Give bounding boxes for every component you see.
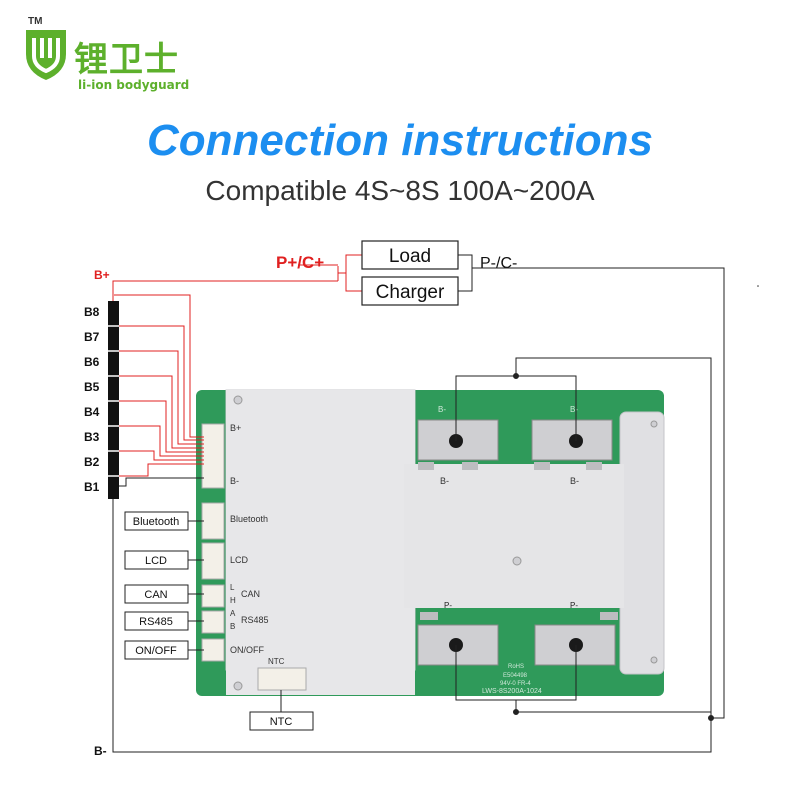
board-label-rs485: RS485 xyxy=(241,615,269,625)
board-pad-label-pminus-1: P- xyxy=(444,601,452,610)
board-pad-outer-label-bminus-1: B- xyxy=(440,476,449,486)
port-box-bluetooth: Bluetooth xyxy=(124,511,189,531)
board-label-bluetooth: Bluetooth xyxy=(230,514,268,524)
battery-neg-label: B- xyxy=(94,744,107,758)
cell-label-b8: B8 xyxy=(84,305,100,319)
battery-stack: B8 B7 B6 B5 B4 B3 B2 B1 xyxy=(84,301,119,499)
pos-terminal-label: P+/C+ xyxy=(276,253,324,272)
charger-label: Charger xyxy=(376,282,445,303)
board-label-onoff: ON/OFF xyxy=(230,645,264,655)
cell-label-b2: B2 xyxy=(84,455,100,469)
board-label-bplus: B+ xyxy=(230,423,241,433)
bms-board: B+ B- Bluetooth LCD L H CAN A B RS485 ON… xyxy=(196,389,665,696)
brand-name-en: li-ion bodyguard xyxy=(78,78,190,92)
port-box-onoff: ON/OFF xyxy=(124,640,189,660)
page-title: Connection instructions xyxy=(147,116,653,165)
port-label-rs485: RS485 xyxy=(139,616,173,628)
port-label-ntc: NTC xyxy=(270,716,293,728)
load-label: Load xyxy=(389,246,431,267)
battery-pos-label: B+ xyxy=(94,268,110,282)
port-label-bluetooth: Bluetooth xyxy=(133,516,179,528)
load-box: Load xyxy=(361,240,459,270)
board-label-ntc: NTC xyxy=(268,657,285,666)
brand-name-cn: 锂卫士 xyxy=(74,40,179,80)
cell-label-b7: B7 xyxy=(84,330,100,344)
neg-terminal-label: P-/C- xyxy=(480,255,517,272)
cell-label-b3: B3 xyxy=(84,430,100,444)
cell-label-b5: B5 xyxy=(84,380,100,394)
trademark-mark: TM xyxy=(28,16,43,27)
port-box-ntc: NTC xyxy=(249,711,314,731)
port-box-lcd: LCD xyxy=(124,550,189,570)
cell-label-b6: B6 xyxy=(84,355,100,369)
board-pad-label-bminus-2: B- xyxy=(570,405,578,414)
board-label-rs485-a: A xyxy=(230,609,236,618)
board-model: LWS-8S200A-1024 xyxy=(482,688,542,695)
page-subtitle: Compatible 4S~8S 100A~200A xyxy=(205,175,595,206)
board-pad-label-bminus-1: B- xyxy=(438,405,446,414)
port-label-lcd: LCD xyxy=(145,555,167,567)
port-box-rs485: RS485 xyxy=(124,611,189,631)
board-label-bminus: B- xyxy=(230,476,239,486)
board-label-rs485-b: B xyxy=(230,622,235,631)
board-cert: E504498 xyxy=(503,673,528,679)
shield-logo-icon xyxy=(26,30,66,80)
charger-box: Charger xyxy=(361,276,459,306)
board-pad-outer-label-bminus-2: B- xyxy=(570,476,579,486)
cell-label-b1: B1 xyxy=(84,480,100,494)
port-label-onoff: ON/OFF xyxy=(135,645,177,657)
board-label-can-l: L xyxy=(230,583,235,592)
board-label-can-h: H xyxy=(230,596,236,605)
port-label-can: CAN xyxy=(144,589,167,601)
board-label-lcd: LCD xyxy=(230,555,249,565)
negative-wires xyxy=(112,254,725,753)
board-rohs: RoHS xyxy=(508,664,524,670)
board-label-can: CAN xyxy=(241,589,260,599)
brand-logo: TM 锂卫士 li-ion bodyguard xyxy=(22,16,202,92)
board-rating: 94V-0 FR-4 xyxy=(500,681,531,687)
cell-label-b4: B4 xyxy=(84,405,100,419)
port-box-can: CAN xyxy=(124,584,189,604)
board-pad-label-pminus-2: P- xyxy=(570,601,578,610)
balance-wires xyxy=(112,254,362,477)
